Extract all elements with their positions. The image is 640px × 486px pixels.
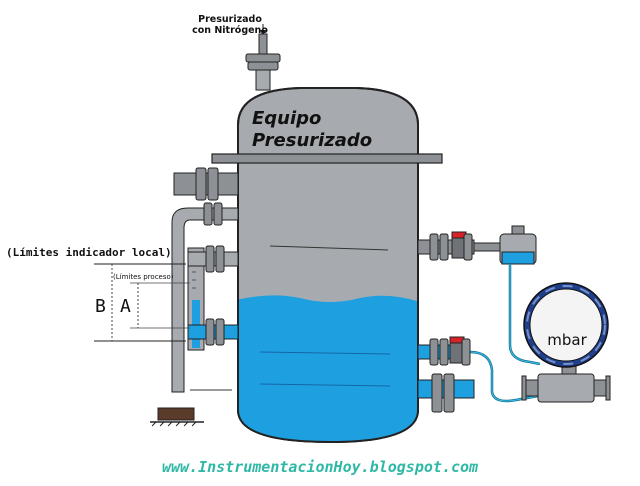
vessel-title-line2: Presurizado bbox=[252, 130, 373, 151]
liquid bbox=[238, 295, 418, 442]
level-glass-assembly bbox=[171, 202, 239, 393]
seal-transmitter bbox=[499, 225, 537, 265]
nitrogen-label-line1: Presurizado bbox=[198, 14, 262, 25]
vessel-title-line1: Equipo bbox=[252, 108, 322, 129]
capillary-tubes-inner bbox=[469, 264, 541, 402]
vessel-title: Equipo Presurizado bbox=[252, 108, 372, 152]
dimension-b-label: B bbox=[95, 296, 106, 317]
website-link[interactable]: www.InstrumentacionHoy.blogspot.com bbox=[161, 458, 479, 476]
process-limits-label: (Límites proceso) bbox=[113, 273, 174, 281]
nitrogen-inlet-nozzle bbox=[245, 24, 281, 91]
vessel-body bbox=[237, 87, 419, 444]
vessel-flange bbox=[211, 153, 443, 164]
ground-support bbox=[150, 407, 204, 427]
lower-right-valve bbox=[417, 336, 471, 366]
dimension-lines bbox=[94, 263, 190, 342]
gauge-unit-label: mbar bbox=[547, 331, 587, 349]
nitrogen-label-line2: con Nitrógeno bbox=[192, 25, 268, 36]
nitrogen-label: Presurizado con Nitrógeno bbox=[190, 14, 270, 36]
local-indicator-limits-label: (Límites indicador local) bbox=[6, 246, 172, 259]
dimension-a-label: A bbox=[120, 296, 131, 317]
upper-side-nozzle bbox=[173, 167, 239, 201]
bottom-outlet-nozzle bbox=[417, 373, 475, 413]
pressure-gauge bbox=[521, 282, 611, 403]
upper-right-valve bbox=[417, 231, 501, 261]
